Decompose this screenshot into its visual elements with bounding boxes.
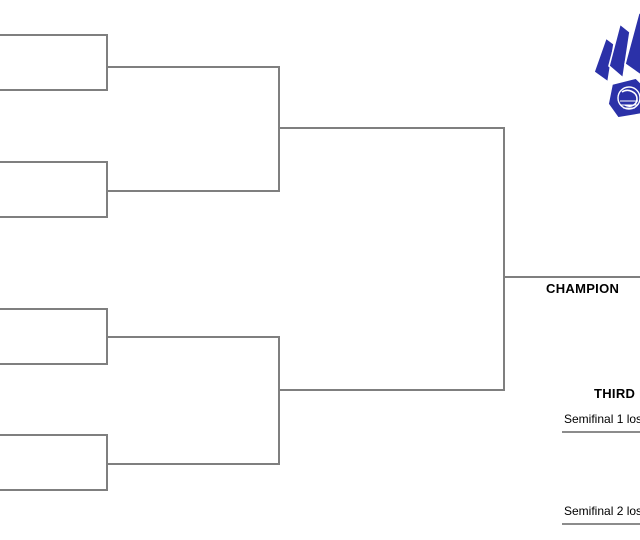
- tournament-logo: [592, 8, 640, 120]
- qf-slot-line-1[interactable]: [0, 34, 108, 36]
- third-place-slot-line-1[interactable]: [562, 431, 640, 433]
- logo-badge-swirl: [617, 86, 640, 110]
- third-place-slot-line-2[interactable]: [562, 523, 640, 525]
- sf-feed-line-3: [106, 336, 280, 338]
- final-connector-vertical: [503, 127, 505, 391]
- logo-badge: [607, 77, 640, 119]
- qf-slot-line-5[interactable]: [0, 308, 108, 310]
- qf-slot-line-8[interactable]: [0, 489, 108, 491]
- semifinal-2-loser-label: Semifinal 2 lose: [564, 504, 640, 518]
- qf-slot-line-3[interactable]: [0, 161, 108, 163]
- third-place-heading: THIRD P: [594, 386, 640, 401]
- sf-feed-line-1: [106, 66, 280, 68]
- final-feed-line-top: [278, 127, 505, 129]
- champion-label: CHAMPION: [546, 281, 620, 296]
- blue-fan-emblem-icon: [593, 10, 640, 119]
- qf-connector-vertical-4: [106, 434, 108, 491]
- sf-feed-line-2: [106, 190, 280, 192]
- logo-petal-right: [624, 10, 640, 76]
- qf-slot-line-2[interactable]: [0, 89, 108, 91]
- qf-slot-line-4[interactable]: [0, 216, 108, 218]
- sf-feed-line-4: [106, 463, 280, 465]
- final-feed-line-bottom: [278, 389, 505, 391]
- qf-connector-vertical-1: [106, 34, 108, 91]
- semifinal-1-loser-label: Semifinal 1 lose: [564, 412, 640, 426]
- sf-connector-vertical-top: [278, 66, 280, 192]
- sf-connector-vertical-bottom: [278, 336, 280, 465]
- qf-slot-line-6[interactable]: [0, 363, 108, 365]
- qf-slot-line-7[interactable]: [0, 434, 108, 436]
- champion-line[interactable]: [503, 276, 640, 278]
- logo-petal-middle: [608, 22, 631, 80]
- qf-connector-vertical-2: [106, 161, 108, 218]
